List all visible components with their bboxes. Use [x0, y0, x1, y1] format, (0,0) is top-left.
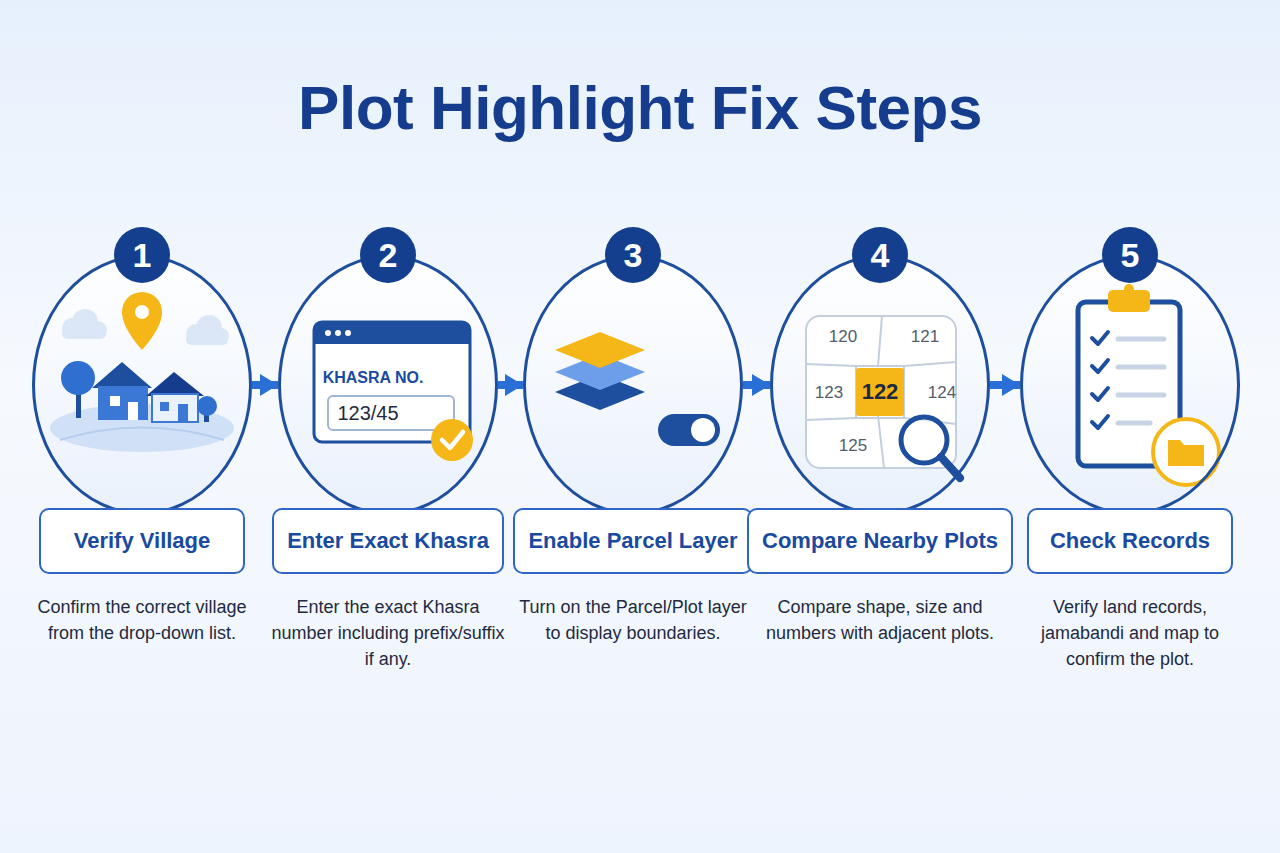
step-label-box: Verify VillageConfirm the correct villag…	[39, 508, 245, 574]
village-icon	[50, 292, 234, 452]
plot-number: 124	[928, 383, 956, 403]
step-number: 4	[852, 227, 908, 283]
step-number: 2	[360, 227, 416, 283]
oval-outline	[32, 255, 252, 515]
step-label-box: Enter Exact KhasraEnter the exact Khasra…	[272, 508, 504, 574]
step-title: Compare Nearby Plots	[762, 528, 998, 554]
plot-number: 125	[839, 436, 867, 456]
step-title: Verify Village	[74, 528, 211, 554]
step-number: 3	[605, 227, 661, 283]
step-number: 1	[114, 227, 170, 283]
step-title: Enable Parcel Layer	[528, 528, 737, 554]
step-description: Turn on the Parcel/Plot layer to display…	[515, 594, 751, 646]
step-title: Enter Exact Khasra	[287, 528, 489, 554]
plot-number: 122	[862, 379, 899, 405]
oval-outline	[523, 255, 743, 515]
browser-icon	[314, 322, 473, 461]
layers-icon	[555, 332, 720, 446]
form-text: KHASRA NO.	[323, 369, 424, 387]
map-grid-icon	[806, 316, 960, 478]
step-label-box: Compare Nearby PlotsCompare shape, size …	[747, 508, 1013, 574]
flow-arrow	[990, 381, 1020, 389]
step-oval: 3	[523, 255, 743, 515]
step-description: Compare shape, size and numbers with adj…	[762, 594, 998, 646]
step-label-box: Check RecordsVerify land records, jamaba…	[1027, 508, 1233, 574]
flow-arrow	[743, 381, 770, 389]
form-text: 123/45	[337, 402, 398, 425]
plot-number: 121	[911, 327, 939, 347]
oval-outline	[1020, 255, 1240, 515]
oval-fills	[32, 255, 1240, 515]
step-description: Enter the exact Khasra number including …	[270, 594, 506, 672]
step-description: Confirm the correct village from the dro…	[24, 594, 260, 646]
step-label-box: Enable Parcel LayerTurn on the Parcel/Pl…	[513, 508, 753, 574]
step-oval: 1	[32, 255, 252, 515]
flow-arrow	[498, 381, 523, 389]
plot-number: 120	[829, 327, 857, 347]
plot-number: 123	[815, 383, 843, 403]
step-oval: 5	[1020, 255, 1240, 515]
step-number: 5	[1102, 227, 1158, 283]
flow-arrow	[252, 381, 278, 389]
step-description: Verify land records, jamabandi and map t…	[1012, 594, 1248, 672]
diagram-title: Plot Highlight Fix Steps	[0, 72, 1280, 143]
step-title: Check Records	[1050, 528, 1210, 554]
clipboard-icon	[1078, 284, 1219, 485]
